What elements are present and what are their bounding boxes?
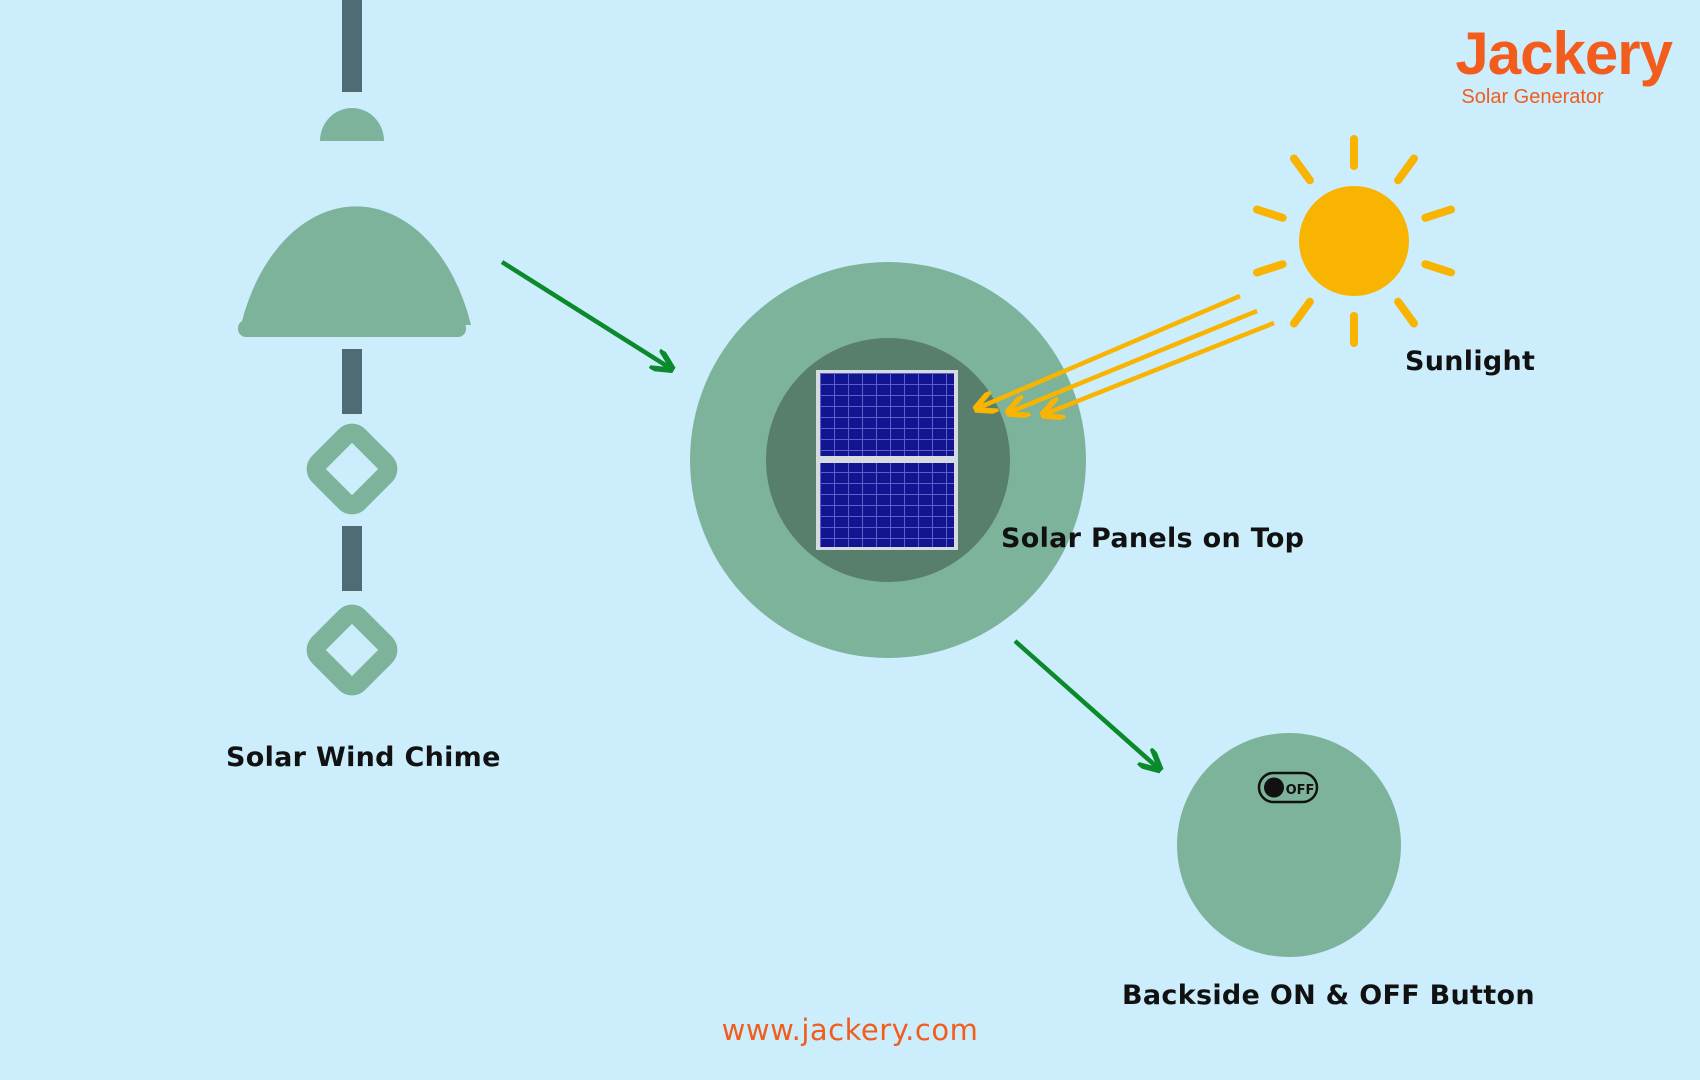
brand-name: Jackery [1455,20,1673,87]
chime-lower-pole [342,526,362,591]
back-view-disc [1177,733,1401,957]
chime-cap [320,108,384,141]
label-on-off-button: Backside ON & OFF Button [1122,980,1535,1011]
sun-ray [1421,260,1455,277]
off-switch-icon: OFF [1257,771,1319,804]
label-solar-panels: Solar Panels on Top [1001,523,1305,554]
sun-ray [1290,297,1314,328]
wind-chime-icon [238,0,471,696]
chime-bell [241,206,471,325]
chime-bell-rim [238,320,466,337]
footer-url: www.jackery.com [721,1013,979,1047]
arrow-to-button-view-icon [1013,639,1158,768]
label-sunlight: Sunlight [1405,346,1536,377]
label-solar-wind-chime: Solar Wind Chime [226,742,501,773]
sun-ray [1394,154,1418,185]
sun-ray [1421,205,1455,222]
chime-top-pole [342,0,362,92]
chime-diamond-ring-lower [306,604,398,696]
brand-tagline: Solar Generator [1461,86,1604,108]
chime-top-view [690,262,1086,658]
off-switch-label: OFF [1286,783,1315,798]
sun-ray [1253,260,1287,277]
sun-ray [1290,154,1314,185]
chime-diamond-ring-upper [306,423,398,515]
chime-mid-pole [342,349,362,414]
arrow-to-top-view-icon [500,260,670,368]
brand-logo: Jackery Solar Generator [1455,20,1673,109]
sun-icon [1253,135,1455,347]
chime-back-view: OFF [1177,733,1401,957]
solar-panel-icon [816,370,958,550]
sun-ray [1253,205,1287,222]
sun-ray [1394,297,1418,328]
sunlight-rays-icon [978,293,1275,414]
